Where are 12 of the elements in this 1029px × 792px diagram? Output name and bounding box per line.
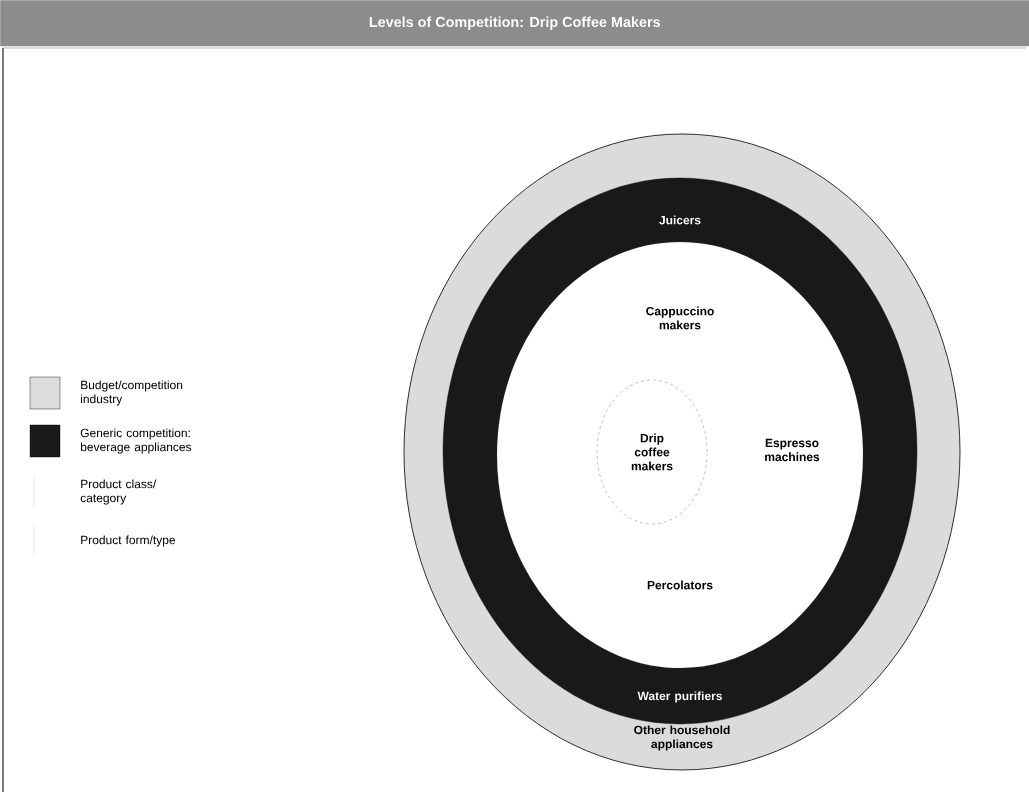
ring-label: Espresso machines [765,438,820,462]
title-banner: Levels of Competition: Drip Coffee Makers [0,0,1029,47]
ring-label: Cappuccino makers [646,306,714,330]
legend-label: Generic competition: beverage appliances [80,428,192,454]
ring-label: Other household appliances [634,725,730,751]
legend-label: Product class/ category [80,479,157,505]
ring-label: Percolators [647,580,713,590]
ring-label: Drip coffee makers [631,433,673,471]
legend-label: Product form/type [81,535,176,547]
ring-label: Water purifiers [637,691,722,703]
ring-label: Juicers [659,215,701,225]
legend-label: Budget/competition industry [81,380,183,406]
